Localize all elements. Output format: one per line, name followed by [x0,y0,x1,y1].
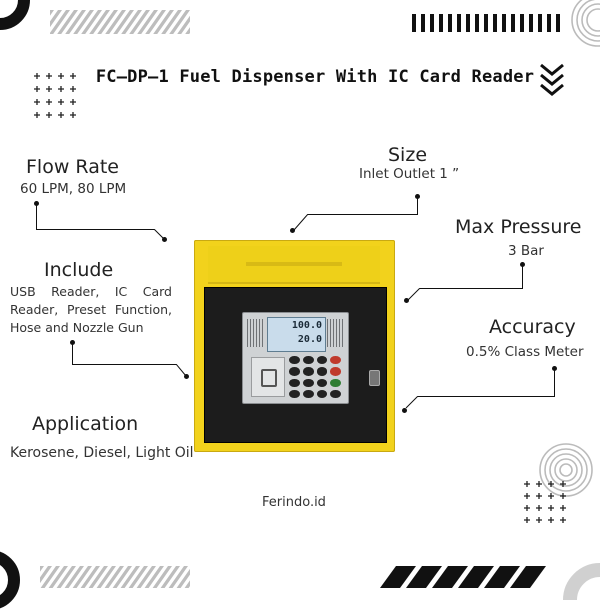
key [289,356,300,365]
max-pressure-value: 3 Bar [508,243,544,259]
decor-top-right-barcode [412,14,560,32]
card-reader-pad [251,357,285,397]
decor-bottom-right-arc [563,563,600,600]
accuracy-label: Accuracy [489,316,576,338]
key [302,367,314,376]
key [330,378,341,387]
leader-dot [404,298,409,303]
key [289,389,300,398]
cabinet-top-label [246,262,342,266]
decor-bottom-black-slashes [380,566,546,588]
speaker-grille-left [247,319,263,347]
key [289,378,300,387]
key [330,356,341,365]
size-value: Inlet Outlet 1 ” [359,166,460,182]
include-leader [70,340,190,382]
include-label: Include [44,259,114,281]
lock-icon [369,370,380,386]
lcd-screen: 100.0 20.0 [267,317,326,352]
size-leader [280,190,420,250]
leader-dot [290,228,295,233]
brand-text: Ferindo.id [262,495,326,510]
cabinet-black-panel: 100.0 20.0 [204,287,387,443]
application-value: Kerosene, Diesel, Light Oil [10,445,194,461]
include-value: USB Reader, IC Card Reader, Preset Funct… [10,284,172,335]
lcd-line-2: 20.0 [297,334,322,345]
key [302,389,314,398]
keypad [289,356,341,398]
page-title: FC—DP—1 Fuel Dispenser With IC Card Read… [95,67,535,87]
flow-rate-label: Flow Rate [26,156,119,178]
max-pressure-leader [404,262,528,304]
decor-plus-grid-top [33,73,77,119]
key [302,356,314,365]
key [289,367,300,376]
lcd-line-1: 100.0 [291,320,322,331]
decor-top-left-ring [0,0,30,30]
flow-rate-leader [34,201,167,242]
key [316,378,328,387]
leader-dot [184,374,189,379]
key [316,356,328,365]
decor-top-left-slash-bar [50,10,190,34]
decor-plus-grid-bottom [523,481,567,524]
accuracy-value: 0.5% Class Meter [466,344,584,360]
control-module: 100.0 20.0 [242,312,349,404]
size-label: Size [388,144,428,166]
decor-bottom-slash-bar [40,566,190,588]
max-pressure-label: Max Pressure [455,216,582,238]
accuracy-leader [400,366,560,416]
leader-dot [402,408,407,413]
key [316,367,328,376]
speaker-grille-right [327,319,343,347]
key [330,389,341,398]
key [330,367,341,376]
flow-rate-value: 60 LPM, 80 LPM [20,181,127,197]
decor-bottom-left-ring [0,551,20,609]
application-label: Application [32,413,139,435]
nfc-icon [261,369,277,387]
key [302,378,314,387]
decor-top-right-concentric [571,0,600,47]
leader-dot [162,237,167,242]
chevrons-down-icon [540,63,564,96]
fuel-dispenser-image: 100.0 20.0 [194,240,395,452]
key [316,389,328,398]
